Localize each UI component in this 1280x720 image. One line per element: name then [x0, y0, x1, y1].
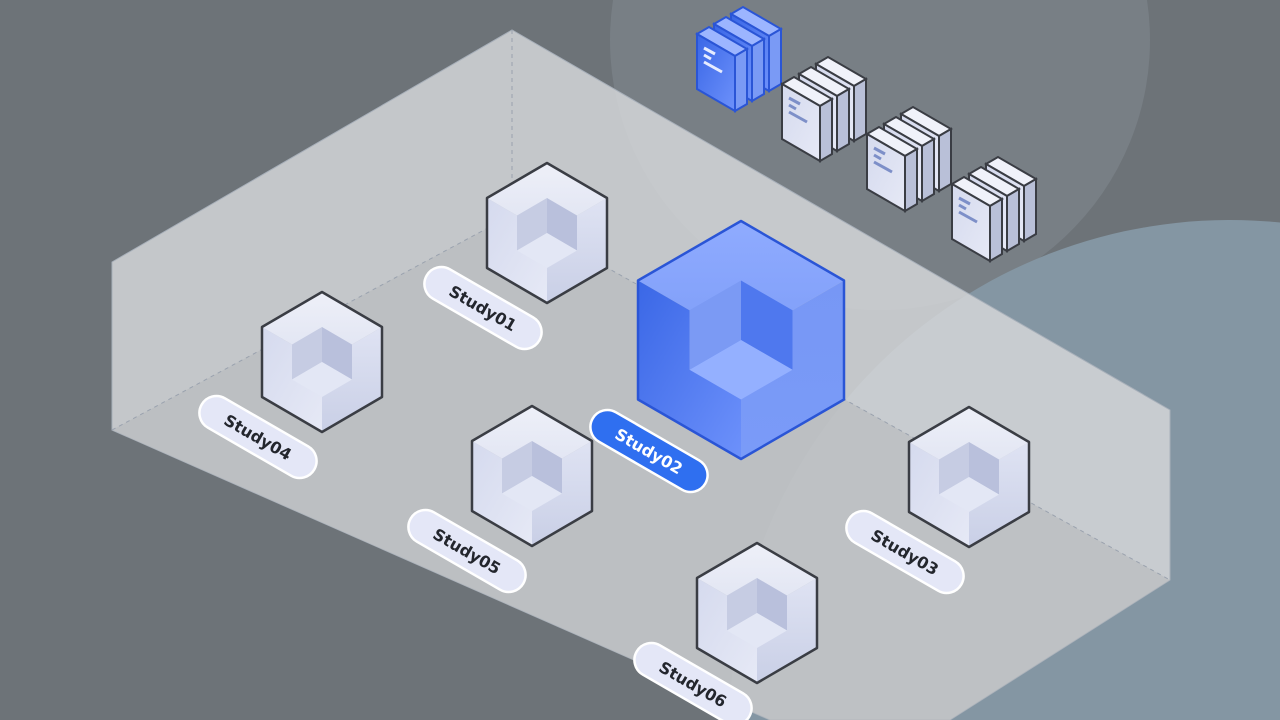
document-icon: [780, 75, 834, 163]
cube-icon[interactable]: [470, 404, 594, 548]
study-5[interactable]: Study05: [402, 404, 594, 598]
cube-icon[interactable]: [485, 161, 609, 305]
document-stack[interactable]: [950, 155, 1038, 263]
study-label[interactable]: Study02: [584, 404, 714, 498]
study-cubes: Study01Study02Study03Study04Study05Study…: [198, 161, 1031, 720]
cube-icon[interactable]: [907, 405, 1031, 549]
cube-icon[interactable]: [260, 290, 384, 434]
study-1[interactable]: Study01: [418, 161, 609, 355]
study-6[interactable]: Study06: [628, 541, 819, 720]
cube-icon[interactable]: [636, 219, 846, 461]
study-2[interactable]: Study02: [584, 219, 846, 498]
document-icon: [865, 125, 919, 213]
study-label[interactable]: Study01: [418, 261, 548, 355]
document-icon: [695, 25, 749, 113]
document-stack[interactable]: [695, 5, 783, 113]
document-stack[interactable]: [865, 105, 953, 213]
document-stacks: [695, 5, 1038, 263]
study-3[interactable]: Study03: [840, 405, 1031, 599]
document-icon: [950, 175, 1004, 263]
cube-icon[interactable]: [695, 541, 819, 685]
